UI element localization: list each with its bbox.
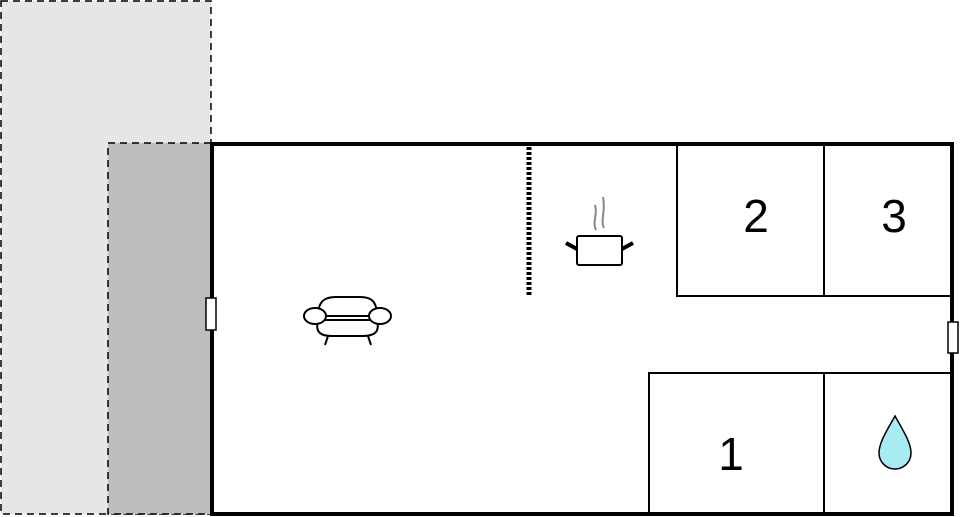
room-label-1: 1	[718, 428, 744, 480]
outdoor-area-dark	[107, 142, 212, 515]
room-label-3: 3	[881, 190, 907, 242]
room-2: 2	[676, 143, 825, 297]
room-label-2: 2	[743, 190, 769, 242]
bathroom	[823, 372, 953, 515]
window-right	[947, 321, 959, 354]
cooking-pot-icon	[565, 196, 634, 266]
sofa-icon	[303, 296, 392, 346]
room-1: 1	[648, 372, 825, 515]
water-drop-icon	[878, 414, 912, 470]
window-left	[205, 297, 217, 331]
room-3: 3	[823, 143, 953, 297]
